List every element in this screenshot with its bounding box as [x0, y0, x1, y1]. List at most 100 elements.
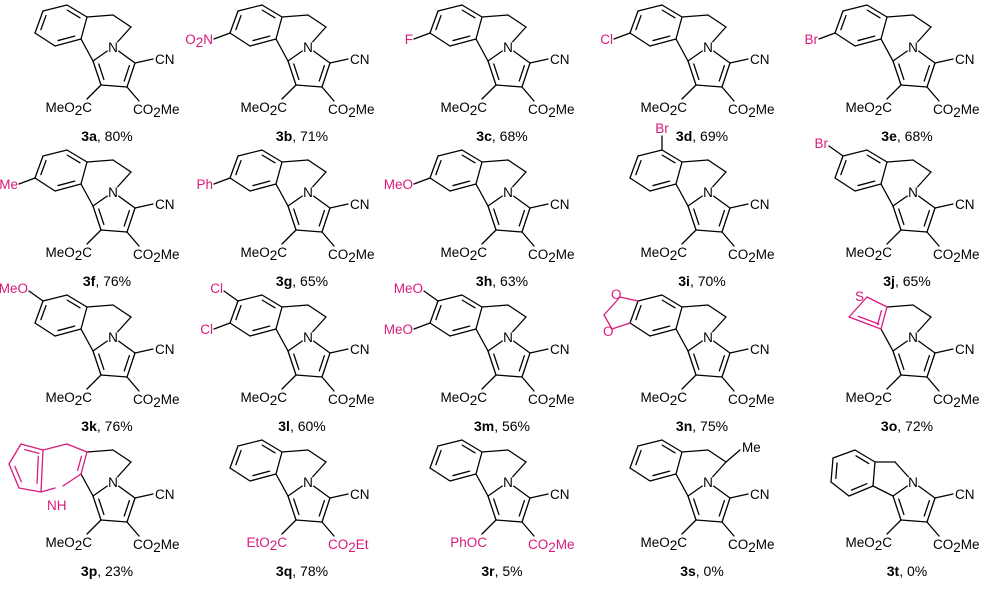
nitrile-label: CN [955, 342, 975, 357]
compound-yield: , 78% [292, 563, 328, 579]
compound-yield: , 80% [97, 128, 133, 144]
substituent-label: Me [0, 177, 18, 192]
ring-nitrogen-label: N [908, 475, 918, 490]
compound-yield: , 5% [495, 563, 523, 579]
compound-yield: , 56% [494, 418, 530, 434]
substituent-label: MeO [394, 281, 423, 296]
right-ester-label: CO2Me [133, 247, 180, 265]
substituent-label: O2N [185, 32, 213, 50]
nitrile-label: CN [350, 342, 370, 357]
compound-caption: 3n, 75% [676, 418, 728, 434]
compound-caption: 3m, 56% [474, 418, 530, 434]
compound-yield: , 60% [290, 418, 326, 434]
left-acyl-label: MeO2C [45, 390, 92, 408]
compound-number: 3g [276, 273, 292, 289]
compound-yield: , 76% [97, 418, 133, 434]
nitrile-label: CN [750, 342, 770, 357]
right-ester-label: CO2Me [728, 537, 775, 555]
ring-nitrogen-label: N [703, 475, 713, 490]
right-ester-label: CO2Me [328, 247, 375, 265]
left-acyl-label: MeO2C [440, 100, 487, 118]
ring-nitrogen-label: N [303, 330, 313, 345]
compound-caption: 3i, 70% [678, 273, 726, 289]
compound-yield: , 65% [895, 273, 931, 289]
compound-number: 3p [81, 563, 97, 579]
ring-nitrogen-label: N [503, 475, 513, 490]
compound-yield: , 0% [696, 563, 724, 579]
left-acyl-label: PhOC [450, 535, 487, 550]
compound-caption: 3s, 0% [680, 563, 724, 579]
compound-yield: , 68% [897, 128, 933, 144]
left-acyl-label: MeO2C [240, 390, 287, 408]
compound-yield: , 75% [692, 418, 728, 434]
right-ester-label: CO2Me [133, 102, 180, 120]
substituent-label: Br [655, 121, 669, 136]
compound-number: 3f [83, 273, 96, 289]
substituent-label: MeO [384, 177, 413, 192]
nitrile-label: CN [750, 487, 770, 502]
compound-number: 3d [676, 128, 692, 144]
right-ester-label: CO2Me [728, 247, 775, 265]
compound-caption: 3k, 76% [81, 418, 132, 434]
compound-number: 3c [476, 128, 492, 144]
substituent-label: Ph [196, 177, 213, 192]
left-acyl-label: MeO2C [845, 245, 892, 263]
dioxole-oxygen-label: O [611, 287, 622, 302]
ring-nitrogen-label: N [503, 40, 513, 55]
nitrile-label: CN [155, 52, 175, 67]
right-ester-label: CO2Me [328, 102, 375, 120]
compound-number: 3t [887, 563, 900, 579]
compound-caption: 3b, 71% [276, 128, 328, 144]
compound-number: 3i [678, 273, 690, 289]
nitrile-label: CN [155, 342, 175, 357]
compound-yield: , 23% [97, 563, 133, 579]
right-ester-label: CO2Me [528, 392, 575, 410]
nitrile-label: CN [350, 487, 370, 502]
ring-nitrogen-label: N [703, 330, 713, 345]
nitrile-label: CN [155, 487, 175, 502]
compound-yield: , 63% [492, 273, 528, 289]
compound-yield: , 69% [692, 128, 728, 144]
nitrile-label: CN [155, 197, 175, 212]
substituent-label: Br [815, 136, 829, 151]
left-acyl-label: MeO2C [845, 535, 892, 553]
left-acyl-label: MeO2C [440, 245, 487, 263]
compound-number: 3b [276, 128, 292, 144]
ring-nitrogen-label: N [303, 185, 313, 200]
nitrile-label: CN [550, 52, 570, 67]
ring-nitrogen-label: N [108, 185, 118, 200]
compound-number: 3r [481, 563, 495, 579]
thiophene-sulfur-label: S [855, 289, 864, 304]
nitrile-label: CN [955, 52, 975, 67]
right-ester-label: CO2Et [328, 537, 369, 555]
compound-caption: 3e, 68% [881, 128, 932, 144]
compound-caption: 3a, 80% [81, 128, 132, 144]
compound-caption: 3r, 5% [481, 563, 522, 579]
substituent-label: MeO [0, 281, 28, 296]
substituent-label: Cl [200, 322, 213, 337]
ring-nitrogen-label: N [303, 475, 313, 490]
left-acyl-label: MeO2C [640, 100, 687, 118]
ring-nitrogen-label: N [908, 40, 918, 55]
indole-nh-label: NH [47, 498, 67, 513]
compound-number: 3l [278, 418, 290, 434]
compound-number: 3k [81, 418, 97, 434]
ring-nitrogen-label: N [908, 185, 918, 200]
right-ester-label: CO2Me [528, 537, 575, 555]
compound-number: 3j [883, 273, 895, 289]
left-acyl-label: MeO2C [640, 245, 687, 263]
compound-number: 3q [276, 563, 292, 579]
